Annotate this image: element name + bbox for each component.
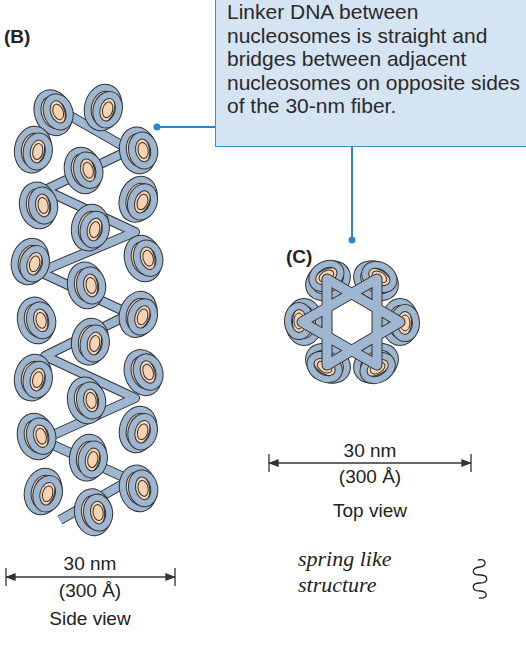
handwritten-note: spring like structure bbox=[298, 546, 468, 598]
dimension-label: (300 Å) bbox=[300, 466, 440, 488]
side-view-fiber bbox=[10, 84, 165, 534]
view-label: Top view bbox=[290, 500, 450, 522]
dimension-label: (300 Å) bbox=[20, 580, 160, 602]
panel-letter: (C) bbox=[286, 246, 326, 268]
view-label: Side view bbox=[10, 608, 170, 630]
coil-sketch bbox=[473, 560, 487, 598]
callout-box: Linker DNA between nucleosomes is straig… bbox=[215, 0, 526, 147]
panel-letter: (B) bbox=[4, 26, 44, 48]
dimension-line bbox=[6, 454, 471, 586]
callout-text: Linker DNA between nucleosomes is straig… bbox=[227, 0, 525, 118]
top-view-fiber bbox=[287, 256, 417, 388]
dimension-label: 30 nm bbox=[20, 553, 160, 575]
dimension-label: 30 nm bbox=[300, 440, 440, 462]
